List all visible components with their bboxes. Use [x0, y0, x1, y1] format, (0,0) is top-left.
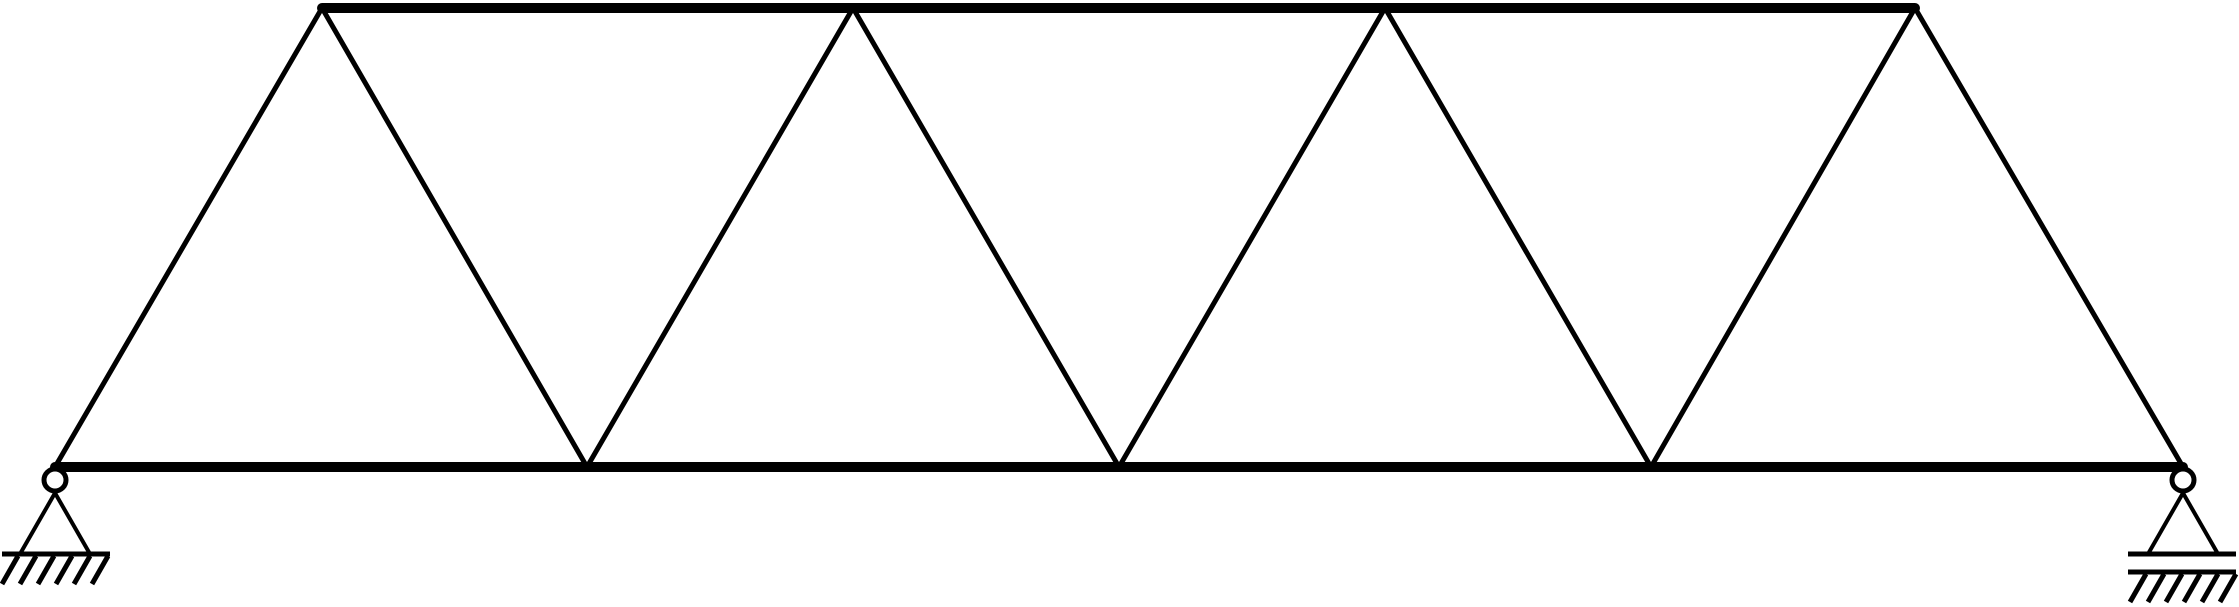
right-support-leg-right — [2181, 492, 2220, 555]
hatch-mark — [2199, 572, 2221, 604]
hatch-mark — [89, 554, 111, 586]
right-support — [2127, 466, 2239, 604]
left-support-leg-left — [18, 492, 57, 555]
right-pin-circle — [2169, 466, 2197, 494]
hatch-mark — [17, 554, 39, 586]
diagonal-5 — [1382, 5, 1654, 470]
hatch-mark — [71, 554, 93, 586]
hatch-mark — [0, 554, 21, 586]
diagonal-3 — [850, 5, 1122, 470]
diagonal-2 — [584, 5, 856, 470]
hatch-mark — [2145, 572, 2167, 604]
left-support-leg-right — [53, 492, 92, 555]
end-diagonal-right — [1912, 5, 2186, 470]
right-support-leg-left — [2146, 492, 2185, 555]
diagonal-4 — [1116, 5, 1388, 470]
hatch-mark — [2127, 572, 2149, 604]
truss — [50, 3, 2188, 472]
end-diagonal-left — [52, 5, 325, 470]
hatch-mark — [35, 554, 57, 586]
hatch-mark — [2163, 572, 2185, 604]
diagonal-6 — [1648, 5, 1918, 470]
hatch-mark — [2217, 572, 2239, 604]
left-support — [0, 466, 111, 586]
left-pin-circle — [41, 466, 69, 494]
hatch-mark — [2181, 572, 2203, 604]
right-ground-hatch — [2127, 572, 2239, 604]
diagonal-1 — [319, 5, 590, 470]
left-ground-hatch — [0, 554, 111, 586]
hatch-mark — [53, 554, 75, 586]
